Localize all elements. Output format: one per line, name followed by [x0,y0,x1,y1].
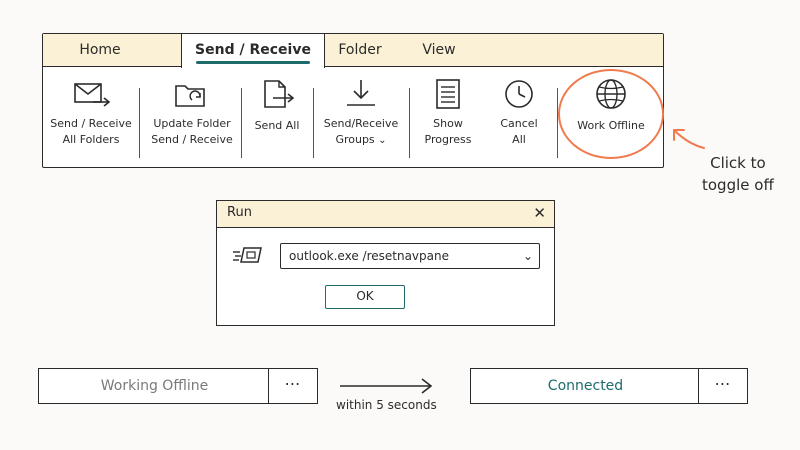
work-offline-highlight-ring [558,69,664,159]
close-icon[interactable]: ✕ [533,204,546,222]
ribbon-separator [241,88,243,158]
cancel-all-button[interactable]: Cancel All [489,78,549,148]
transition-label: within 5 seconds [336,398,437,412]
tab-view-label: View [422,42,456,58]
run-command-input[interactable]: outlook.exe /resetnavpane ⌄ [280,243,540,269]
ribbon-separator [409,88,411,158]
tab-view[interactable]: View [393,34,485,66]
cancel-all-label: Cancel All [500,117,538,146]
clock-icon [505,80,533,108]
transition-arrow-icon [340,378,433,394]
send-receive-groups-button[interactable]: Send/Receive Groups ⌄ [319,78,403,149]
status-bar-after: Connected ⋯ [470,368,748,404]
tab-folder[interactable]: Folder [305,34,415,66]
ribbon-separator [557,88,559,158]
ribbon-separator [139,88,141,158]
send-receive-groups-label: Send/Receive Groups ⌄ [323,117,399,146]
callout-text: Click to toggle off [702,154,774,194]
send-receive-all-folders-button[interactable]: Send / Receive All Folders [47,78,135,148]
chevron-down-icon[interactable]: ⌄ [522,249,533,263]
show-progress-label: Show Progress [424,117,472,146]
status-connected: Connected [547,378,624,394]
list-document-icon [436,79,460,109]
tab-home-label: Home [79,42,121,58]
update-folder-button[interactable]: Update Folder Send / Receive [147,78,237,148]
callout-arrow-icon [673,129,705,149]
ok-button[interactable]: OK [325,285,405,309]
send-receive-all-folders-label: Send / Receive All Folders [50,117,132,146]
run-icon [233,247,262,263]
tab-folder-label: Folder [338,42,382,58]
mail-send-icon [74,83,111,107]
send-all-button[interactable]: Send All [247,78,307,134]
run-dialog: Run ✕ outlook.exe /resetnavpane ⌄ OK [216,200,555,326]
active-tab-underline [196,61,310,64]
status-bar-before: Working Offline ⋯ [38,368,318,404]
run-command-value: outlook.exe /resetnavpane [289,249,449,263]
run-dialog-title: Run [227,205,252,220]
update-folder-label: Update Folder Send / Receive [151,117,233,146]
tab-send-receive-label: Send / Receive [195,42,311,58]
show-progress-button[interactable]: Show Progress [415,78,481,148]
chevron-down-icon: ⌄ [378,135,387,146]
ribbon-separator [313,88,315,158]
more-icon[interactable]: ⋯ [698,369,747,403]
status-working-offline: Working Offline [100,378,209,394]
ribbon-tab-bar: Home Send / Receive Folder View [43,34,663,68]
more-icon[interactable]: ⋯ [268,369,317,403]
tab-send-receive[interactable]: Send / Receive [181,34,325,68]
run-dialog-titlebar: Run ✕ [217,201,554,228]
send-all-label: Send All [254,119,300,132]
document-send-icon [264,80,295,108]
tab-home[interactable]: Home [43,34,157,66]
download-icon [347,80,375,106]
folder-sync-icon [175,85,205,107]
